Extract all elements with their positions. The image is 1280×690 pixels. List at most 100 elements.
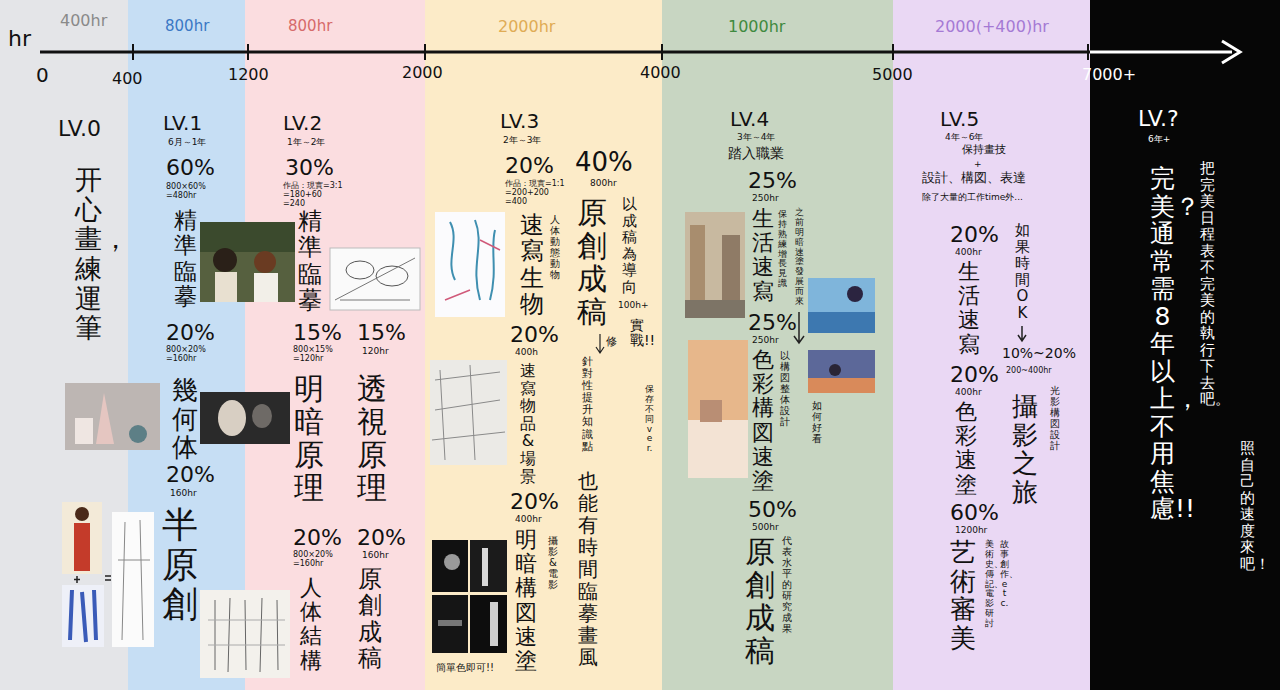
column-text: 把完美日程表不完美的執行下去吧。 xyxy=(1200,160,1215,408)
text-holder: 400 xyxy=(112,70,143,88)
band-text: 20% xyxy=(166,462,215,487)
photo-ground xyxy=(200,222,295,302)
text-holder: 15% xyxy=(293,320,342,345)
text-holder: 半原創 xyxy=(162,505,198,624)
text-holder: 速寫生物 xyxy=(520,212,544,318)
column-text: 針對性提升知識點 xyxy=(582,356,593,453)
band-text: 60% xyxy=(166,155,215,180)
text-holder: 明暗構図速塗 xyxy=(515,528,537,673)
text-holder: 代表水平的研究成果 xyxy=(782,535,792,634)
column-text: 之前明暗速塗發展而來 xyxy=(795,208,804,307)
column-text: 速寫生物 xyxy=(520,212,544,318)
axis-arrow-line xyxy=(1090,51,1232,54)
sketch-line xyxy=(208,620,285,645)
band-text: 400hr xyxy=(955,387,982,397)
text-holder: 完美？通常需8年以上，不用焦慮!! xyxy=(1150,165,1175,523)
column-text: 攝影&電影 xyxy=(548,535,558,590)
text-holder: 把完美日程表不完美的執行下去吧。 xyxy=(1200,160,1215,408)
band-text: 200~400hr xyxy=(1006,366,1052,375)
anime-screenshot xyxy=(200,222,295,302)
column-text: 原創成稿 xyxy=(358,566,382,672)
text-holder: 30% xyxy=(285,155,334,180)
text-holder: 120hr xyxy=(362,346,389,356)
band-text: 修 xyxy=(606,336,617,349)
band-text: LV.5 xyxy=(940,108,979,131)
axis-tick xyxy=(424,44,426,60)
photo-ground xyxy=(200,392,290,444)
timeline-band: LV.?6年+完美？通常需8年以上，不用焦慮!!把完美日程表不完美的執行下去吧。… xyxy=(1090,0,1280,690)
band-text: 20% xyxy=(950,222,999,247)
text-holder: 6月～1年 xyxy=(168,137,206,147)
painting-shape xyxy=(688,420,748,478)
text-holder: 原創成稿 xyxy=(358,566,382,672)
sketch-paper xyxy=(200,590,290,678)
figure-head xyxy=(75,507,89,521)
timeline-band: 2000(+400)hrLV.54年～6年保持畫技+設計、構図、表達除了大量的工… xyxy=(893,0,1090,690)
text-holder: 生活速寫 xyxy=(958,260,980,357)
text-holder: 60% xyxy=(950,500,999,525)
axis-label: 0 xyxy=(36,64,49,87)
timeline-axis xyxy=(40,41,1240,63)
cone-shape xyxy=(96,393,114,444)
column-text: 速寫物品&場景 xyxy=(520,362,536,485)
text-holder: 精準臨摹 xyxy=(174,208,197,309)
band-text: 2000(+400)hr xyxy=(935,18,1049,36)
axis-label: hr xyxy=(8,26,31,51)
column-text: 精準臨摹 xyxy=(298,208,322,314)
painting xyxy=(808,350,875,393)
column-text: 光影構図設計 xyxy=(1050,385,1060,451)
text-holder: 250hr xyxy=(752,193,779,203)
thumbnail xyxy=(432,540,468,592)
sketch-line xyxy=(335,258,415,300)
band-text: 160hr xyxy=(170,488,197,498)
text-holder: 20% xyxy=(166,320,215,345)
band-text: 20% xyxy=(166,320,215,345)
column-text: 半原創 xyxy=(162,505,198,624)
band-text: 作品：現實=1:1 =200+200 =400 xyxy=(505,179,565,207)
text-holder: 20% xyxy=(510,489,559,514)
column-text: 代表水平的研究成果 xyxy=(782,535,792,634)
text-holder: 生活速寫 xyxy=(752,207,774,304)
column-text: 色彩構図速塗 xyxy=(752,348,774,493)
column-text: 幾何体 xyxy=(172,376,198,462)
thumbnail-light xyxy=(438,620,462,626)
text-holder: 2000(+400)hr xyxy=(935,18,1049,36)
text-holder: 保存不同ver. xyxy=(645,385,654,454)
column-text: 如何好看 xyxy=(812,400,822,444)
text-holder: 精準臨摹 xyxy=(298,208,322,314)
text-holder: 800hr xyxy=(288,18,332,35)
column-text: 原創成稿 xyxy=(745,535,775,667)
text-holder: LV.1 xyxy=(163,112,202,135)
text-holder: 原創成稿 xyxy=(577,196,607,328)
text-holder: 人体動態動物 xyxy=(550,214,560,280)
text-holder: 60% xyxy=(166,155,215,180)
thumbnail-light xyxy=(444,554,460,570)
text-holder: 速寫物品&場景 xyxy=(520,362,536,485)
text-holder: 100h+ xyxy=(618,300,648,310)
band-text: 800×60% =480hr xyxy=(166,182,210,200)
text-holder: LV.4 xyxy=(730,108,769,131)
column-text: 故事創作、etc. xyxy=(1000,540,1009,609)
text-holder: 800×20% =160hr xyxy=(166,345,210,363)
band-text: 800×20% =160hr xyxy=(293,550,337,568)
axis-label: 1200 xyxy=(228,66,269,84)
band-text: 6年+ xyxy=(1148,134,1170,144)
band-text: 20% xyxy=(293,525,342,550)
band-text: 20% xyxy=(510,489,559,514)
scene-sketch xyxy=(430,360,507,465)
column-text: 美術史、傳記、電影研討 xyxy=(985,540,994,629)
axis-label: 5000 xyxy=(872,66,913,84)
text-holder: 5000 xyxy=(872,66,913,84)
band-text: 1200hr xyxy=(955,525,987,535)
axis-line xyxy=(40,51,1090,54)
plus-sign xyxy=(74,576,80,583)
painting-shape xyxy=(700,400,722,422)
timeline-band: 800hrLV.21年～2年30%作品：現實=3:1 =180+60 =240精… xyxy=(245,0,425,690)
text-holder: 4000 xyxy=(640,64,681,82)
text-holder: 50% xyxy=(748,497,797,522)
column-text: 攝影之旅 xyxy=(1012,392,1038,506)
axis-label: 2000 xyxy=(402,64,443,82)
thumbnail xyxy=(470,595,507,653)
text-holder: 攝影之旅 xyxy=(1012,392,1038,506)
text-holder: 美術史、傳記、電影研討 xyxy=(985,540,994,629)
